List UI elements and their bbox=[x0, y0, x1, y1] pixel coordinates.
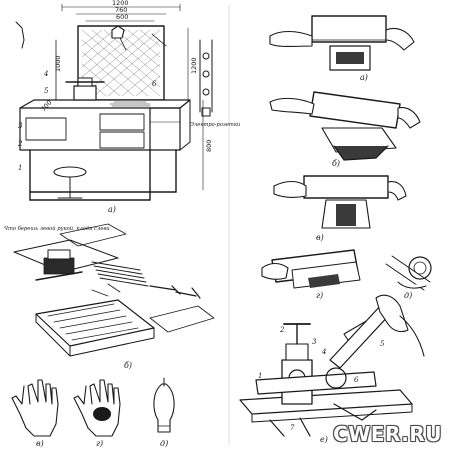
figure-label: г) bbox=[316, 291, 323, 300]
hand-icon bbox=[273, 180, 307, 198]
drawer bbox=[25, 117, 67, 141]
sawing-figure-d bbox=[385, 255, 432, 291]
hacksaw-icon bbox=[309, 91, 401, 129]
hand-icon bbox=[375, 294, 409, 333]
figure-label: в) bbox=[316, 233, 324, 242]
callout-number: 7 bbox=[290, 424, 295, 432]
dim-label: 800 bbox=[205, 140, 213, 152]
figure-label: б) bbox=[124, 361, 132, 370]
stool bbox=[53, 166, 87, 178]
bench-vise bbox=[73, 85, 97, 101]
hand-icon bbox=[385, 27, 415, 51]
callout-number: 3 bbox=[18, 122, 23, 130]
hand-callus-icon bbox=[73, 379, 121, 437]
drawer bbox=[99, 131, 145, 149]
dim-label: 1200 bbox=[112, 0, 129, 7]
figure-label: а) bbox=[360, 73, 368, 82]
hacksaw-icon bbox=[303, 175, 389, 199]
tool-note-left: Что берешь левой рукой, клади слева bbox=[4, 225, 110, 232]
sawing-figure-a bbox=[269, 15, 415, 71]
callout-number: 4 bbox=[43, 70, 48, 78]
dim-label: 600 bbox=[116, 13, 128, 21]
hands-figure bbox=[11, 377, 175, 437]
hand-icon bbox=[397, 107, 421, 129]
callout-number: 1 bbox=[18, 164, 22, 172]
callout-number: 5 bbox=[380, 340, 385, 348]
bench-vise bbox=[43, 257, 75, 275]
workbench-figure bbox=[15, 3, 213, 201]
hand-icon bbox=[269, 97, 315, 115]
pipe-vise-figure bbox=[239, 294, 425, 437]
figure-label: б) bbox=[332, 159, 340, 168]
hand-icon bbox=[269, 30, 313, 48]
drawer bbox=[99, 113, 145, 131]
lamp-icon bbox=[111, 25, 125, 39]
figure-label: г) bbox=[96, 439, 103, 448]
open-hand-icon bbox=[11, 379, 59, 437]
watermark: CWER.RU bbox=[333, 422, 442, 446]
hammer-icon bbox=[175, 287, 201, 299]
hand-icon bbox=[387, 181, 407, 201]
bench-body bbox=[19, 107, 151, 151]
callout-number: 5 bbox=[44, 87, 49, 95]
wrench-icon bbox=[15, 21, 25, 49]
hacksaw-icon bbox=[311, 15, 387, 43]
callout-number: 6 bbox=[354, 376, 359, 384]
hammer-icon bbox=[149, 285, 181, 295]
callout-number: 4 bbox=[321, 348, 326, 356]
bulb-icon bbox=[153, 383, 175, 433]
hand-icon bbox=[261, 262, 289, 280]
figure-label: д) bbox=[404, 291, 412, 300]
sawing-figure-g bbox=[261, 249, 361, 289]
callout-number: 2 bbox=[279, 326, 285, 334]
figure-label: е) bbox=[320, 435, 328, 444]
callout-number: 6 bbox=[152, 80, 157, 88]
dim-label: 760 bbox=[115, 6, 127, 14]
sockets-label: Электро-розетки bbox=[190, 122, 240, 128]
tool-layout-figure bbox=[13, 223, 215, 357]
figure-label: д) bbox=[160, 439, 168, 448]
callout-number: 1 bbox=[258, 372, 262, 380]
socket-icon bbox=[199, 39, 213, 117]
dim-label: 1000 bbox=[54, 55, 62, 72]
sawing-figure-v bbox=[273, 175, 407, 229]
callout-number: 3 bbox=[312, 338, 317, 346]
figure-label: в) bbox=[36, 439, 44, 448]
dim-label: 1200 bbox=[190, 57, 198, 74]
sawing-figure-b bbox=[269, 91, 421, 161]
figure-label: а) bbox=[108, 205, 116, 214]
callout-number: 2 bbox=[17, 140, 23, 148]
